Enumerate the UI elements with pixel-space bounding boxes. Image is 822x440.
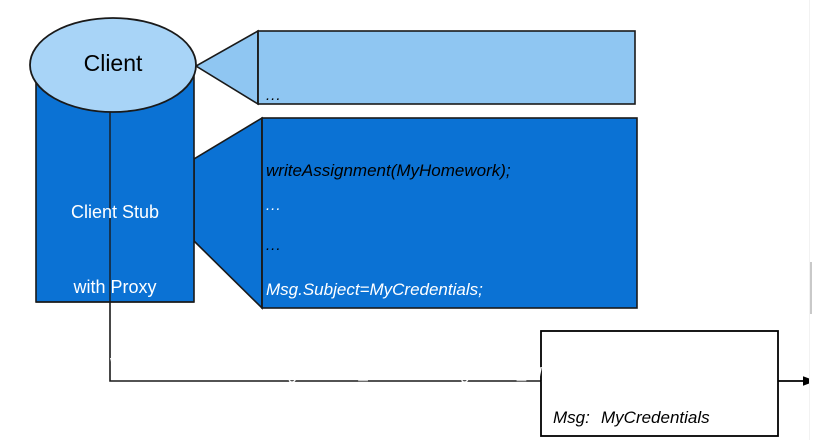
stub-callout-shape [193,116,638,310]
connector-stub-to-message-box [109,302,541,382]
client-callout-shape [194,29,636,106]
scroll-thumb-mark [810,262,812,314]
message-box-shape [540,330,779,437]
client-ellipse [29,17,197,113]
page-right-edge-strip [809,0,822,440]
